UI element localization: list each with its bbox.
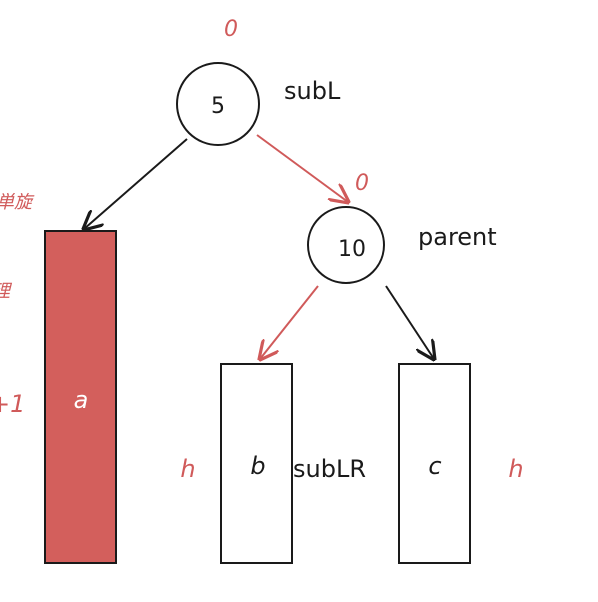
subtree-a-label: a — [74, 386, 89, 414]
left-edge-rotation-text: 単旋 — [0, 192, 35, 213]
edge-parent-to-c — [385, 285, 434, 359]
subtree-c-label: c — [428, 452, 441, 480]
parent-balance-label: 0 — [355, 171, 369, 196]
parent-node — [307, 206, 385, 284]
edge-subl-to-a — [84, 138, 188, 229]
edge-subl-to-parent — [256, 134, 348, 202]
subtree-a — [44, 230, 117, 564]
parent-node-value: 10 — [338, 237, 366, 262]
parent-label: parent — [418, 223, 497, 251]
subl-label: subL — [284, 77, 341, 105]
subl-node — [176, 62, 260, 146]
subtree-b-label: b — [250, 452, 265, 480]
left-edge-process-text: 理 — [0, 281, 13, 302]
edge-parent-to-b — [260, 285, 319, 359]
subl-node-value: 5 — [211, 94, 225, 119]
subtree-c — [398, 363, 471, 564]
subtree-b — [220, 363, 293, 564]
subtree-a-height-label: +1 — [0, 390, 25, 418]
sublr-label: subLR — [293, 455, 366, 483]
subtree-c-height-label: h — [508, 455, 523, 483]
subtree-b-height-label: h — [180, 455, 195, 483]
subl-balance-label: 0 — [224, 17, 238, 42]
